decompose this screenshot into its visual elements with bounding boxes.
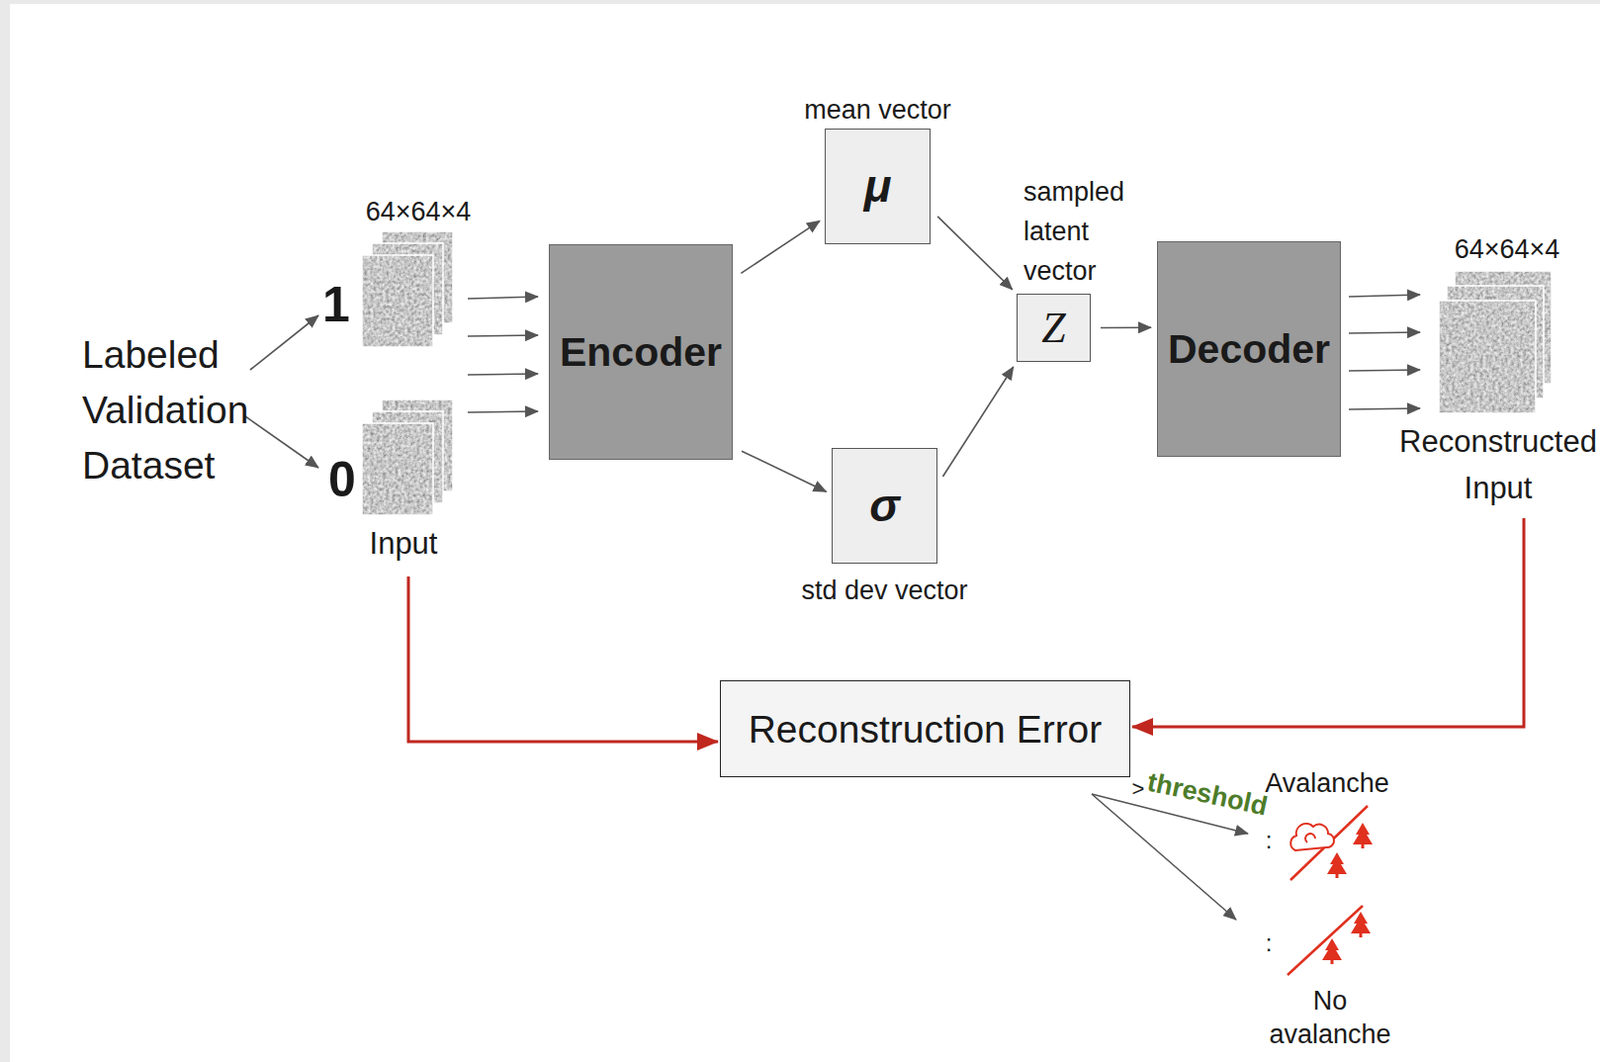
dataset-label: Labeled Validation Dataset [82, 327, 249, 494]
no-avalanche-icon [1287, 905, 1371, 976]
decoder-box: Decoder [1156, 241, 1341, 457]
dots: : [1265, 825, 1273, 856]
connector-arrow [1100, 326, 1152, 329]
dimension-label: 64×64×4 [1454, 233, 1561, 266]
box-text: Z [1041, 301, 1066, 355]
dots: : [1265, 928, 1273, 959]
dimension-label: 64×64×4 [365, 195, 472, 228]
std-dev-vector-box: σstd dev vector [831, 447, 938, 564]
encoder-box: Encoder [548, 244, 733, 460]
box-heading: std dev vector [800, 574, 968, 607]
box-heading: mean vector [803, 93, 952, 126]
reconstruction-error-box: Reconstruction Error [719, 680, 1131, 778]
connector-arrow [741, 450, 827, 492]
threshold-label: threshold [1145, 766, 1271, 823]
box-text: σ [869, 478, 900, 534]
input-image-stack [361, 231, 453, 348]
mean-vector-box: mean vectorμ [824, 128, 931, 245]
comparison-sign: > [1132, 776, 1146, 802]
box-text: Decoder [1167, 325, 1331, 374]
connector-arrow [942, 366, 1013, 477]
page-panel [9, 3, 1600, 1062]
avalanche-icon [1290, 805, 1373, 881]
box-text: Reconstruction Error [748, 706, 1103, 753]
box-text: Encoder [559, 328, 722, 377]
input-label: Input [369, 526, 439, 562]
outcome-label: No avalanche [1268, 983, 1391, 1052]
input-arrows [467, 296, 538, 413]
output-arrows [1348, 294, 1421, 410]
outcome-label: Avalanche [1264, 767, 1390, 800]
split-arrows [245, 315, 319, 468]
box-heading: sampled latent vector [1023, 172, 1125, 291]
connector-arrow [937, 216, 1013, 290]
class-label: 0 [328, 451, 356, 508]
input-image-stack [361, 399, 453, 516]
output-label: Reconstructed Input [1399, 418, 1598, 512]
connector-arrow [740, 220, 820, 273]
class-label: 1 [322, 276, 351, 333]
box-text: μ [864, 159, 892, 214]
latent-vector-box: sampled latent vectorZ [1016, 293, 1091, 362]
reconstructed-image-stack [1438, 270, 1552, 414]
